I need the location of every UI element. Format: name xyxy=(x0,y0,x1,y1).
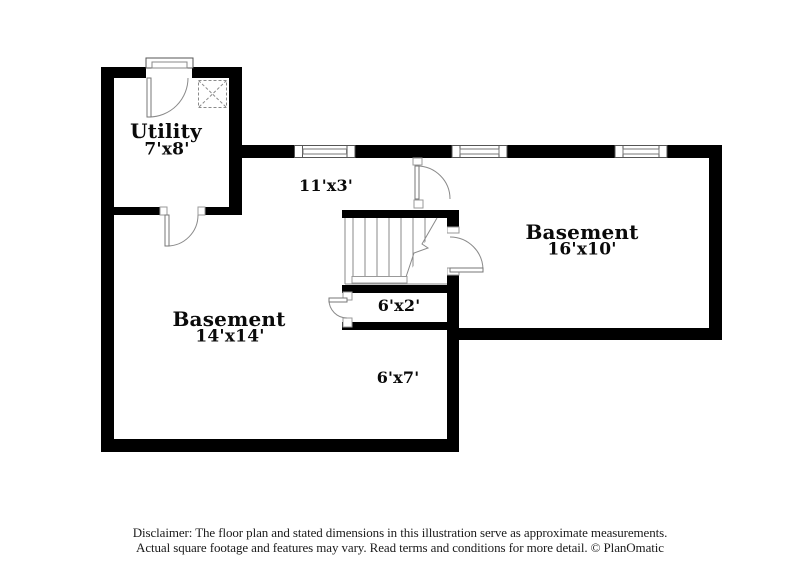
room-label-basement-left: Basement xyxy=(172,307,286,331)
stairs-symbol xyxy=(344,217,447,285)
room-dims-utility: 7'x8' xyxy=(144,139,190,160)
door-frame-symbol xyxy=(145,57,194,69)
door-swing-symbol xyxy=(328,297,348,319)
room-dims-nook: 6'x7' xyxy=(376,368,420,387)
door-swing-symbols xyxy=(146,77,484,319)
door-swing-symbol xyxy=(414,165,451,200)
walls xyxy=(101,67,722,452)
disclaimer-text: Disclaimer: The floor plan and stated di… xyxy=(0,525,800,556)
door-swing-symbol xyxy=(164,214,199,247)
window-symbol xyxy=(614,145,668,158)
disclaimer-line-2: Actual square footage and features may v… xyxy=(136,540,664,556)
appliance-symbol xyxy=(198,80,227,108)
window-symbol xyxy=(294,145,356,158)
door-swing-symbol xyxy=(449,236,484,273)
room-label-basement-right: Basement xyxy=(525,220,639,244)
room-dims-basement-right: 16'x10' xyxy=(547,239,617,260)
window-symbol xyxy=(451,145,508,158)
room-dims-hallway: 11'x3' xyxy=(299,176,353,195)
window-symbols xyxy=(294,145,668,158)
room-dims-basement-left: 14'x14' xyxy=(195,326,265,347)
door-swing-symbol xyxy=(146,77,189,118)
room-dims-stair-landing: 6'x2' xyxy=(377,296,421,315)
disclaimer-line-1: Disclaimer: The floor plan and stated di… xyxy=(132,525,668,540)
room-label-utility: Utility xyxy=(130,119,202,143)
